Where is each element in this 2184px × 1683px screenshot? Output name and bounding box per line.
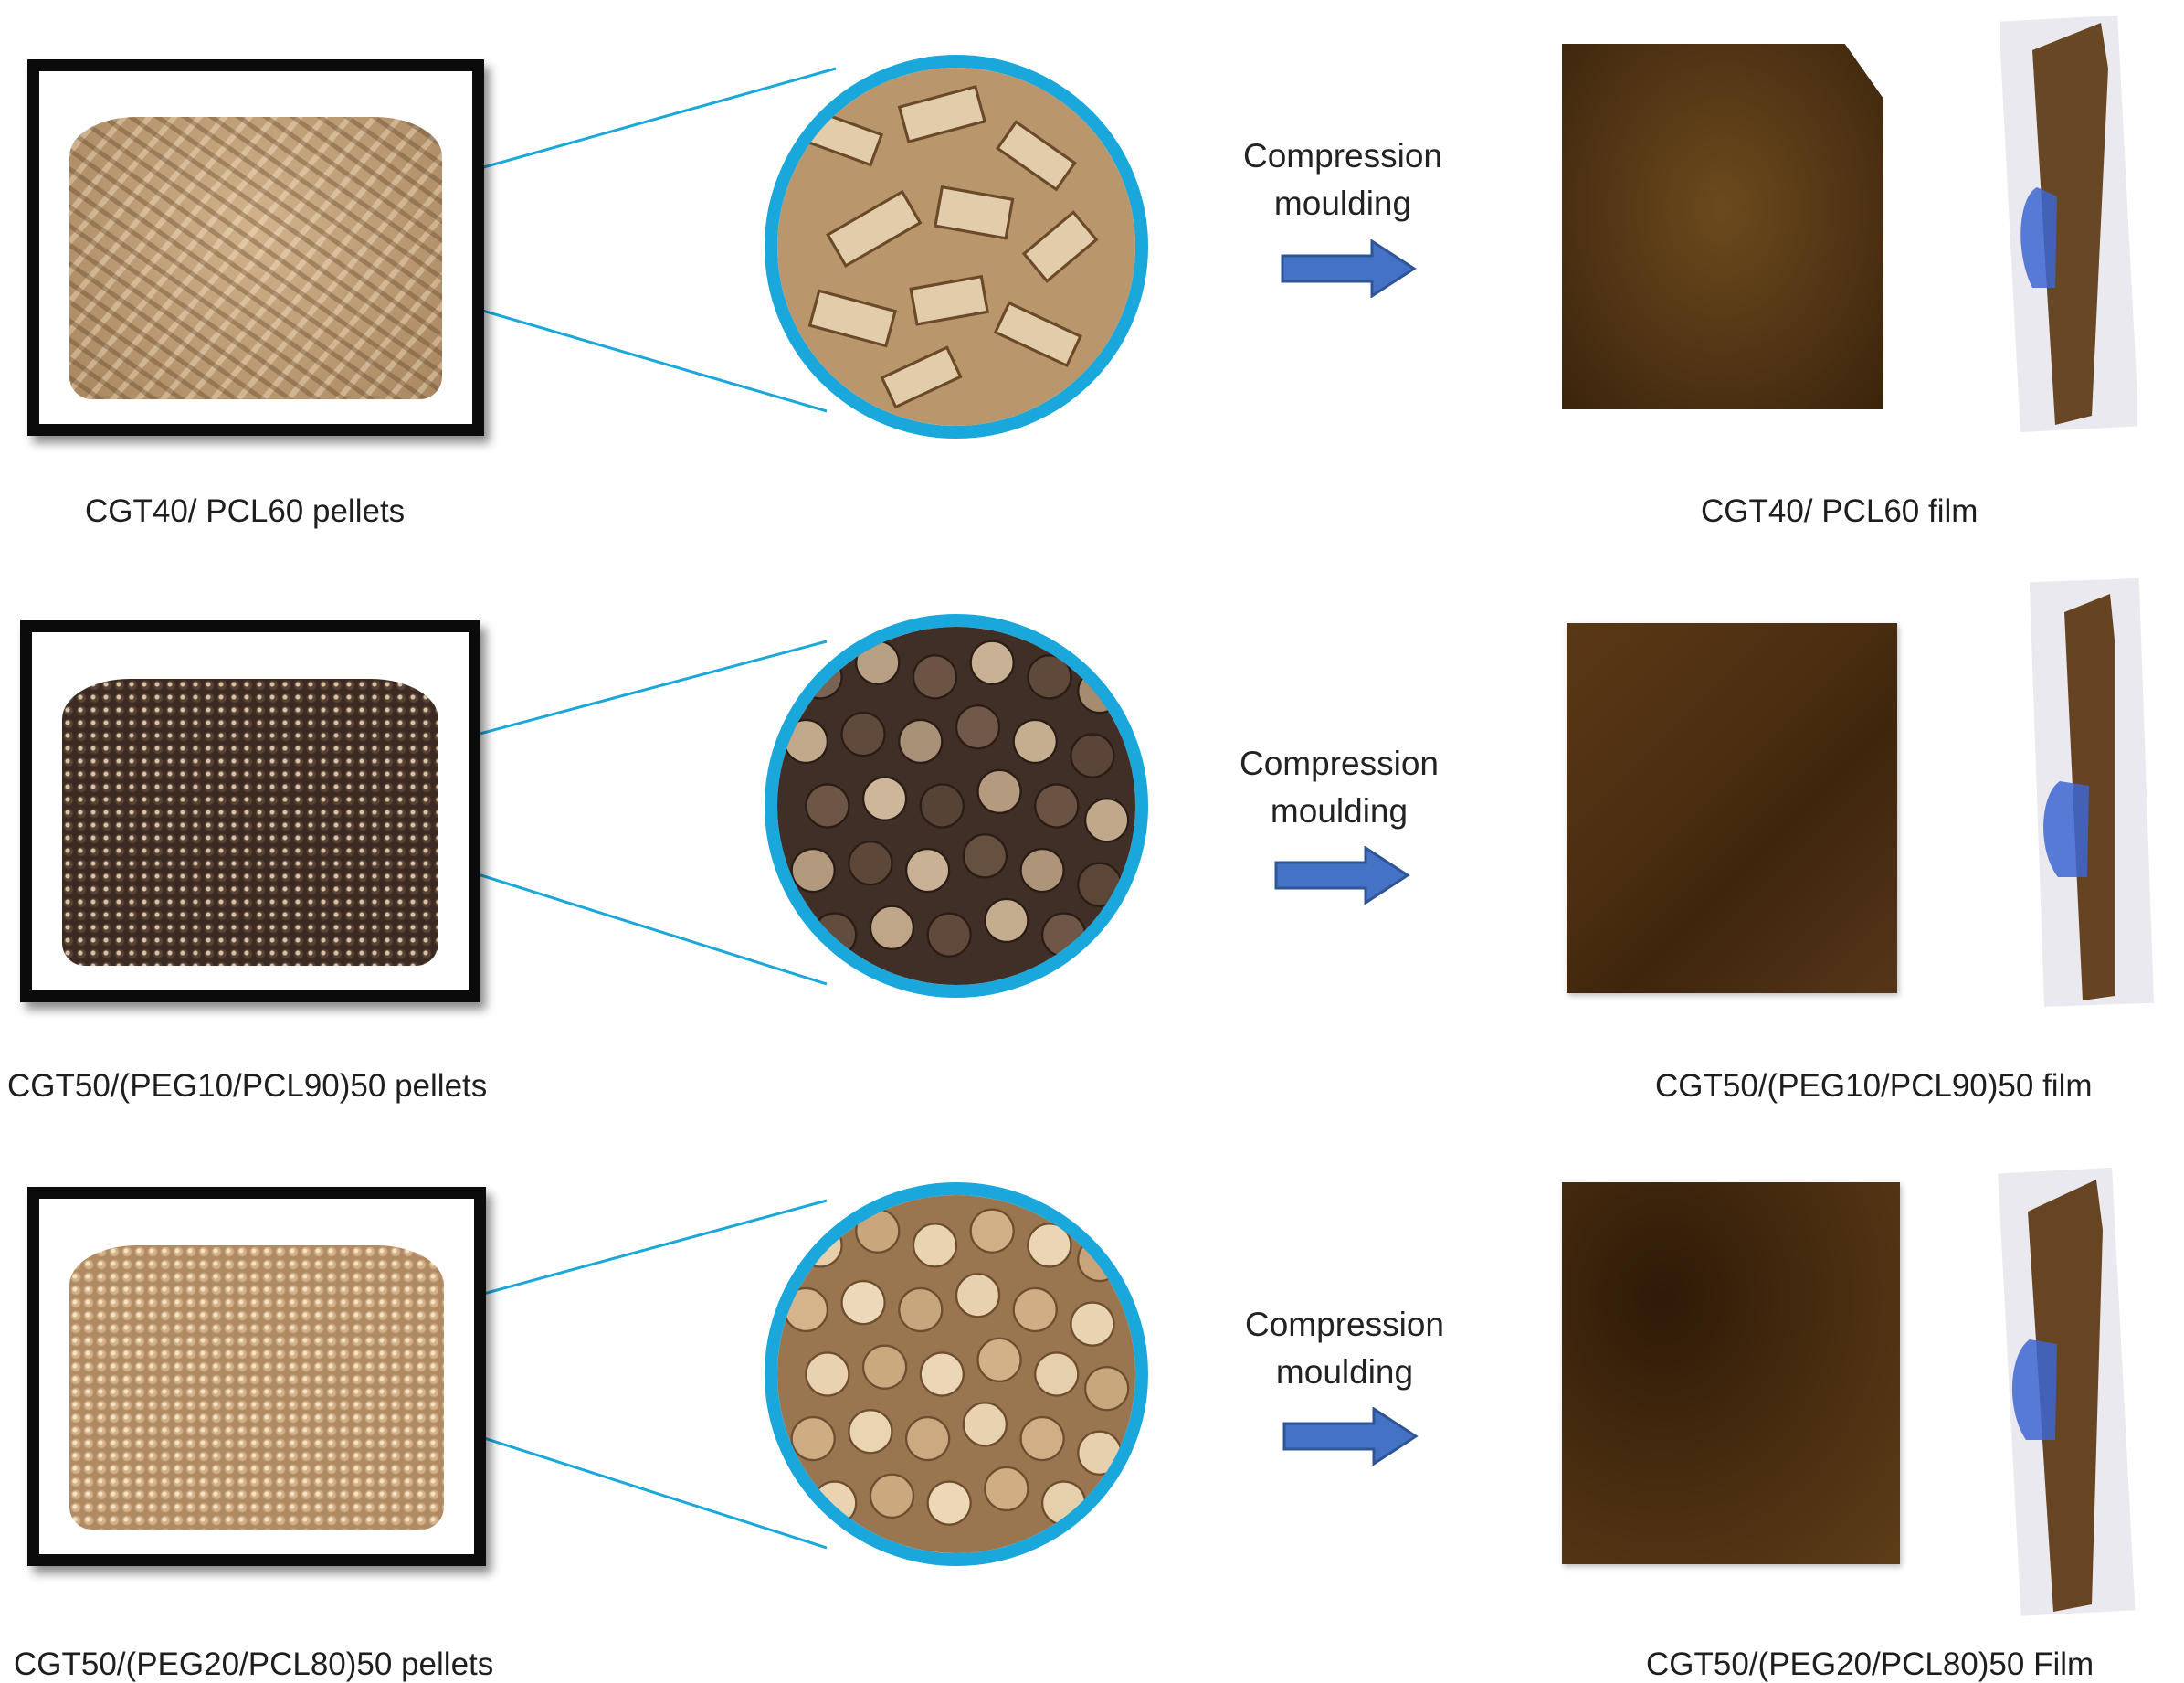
film-roll bbox=[2000, 15, 2137, 433]
row-2: Compression moulding CGT50/(PEG10/PCL90)… bbox=[0, 559, 2184, 1118]
film-sheet bbox=[1567, 623, 1897, 993]
zoom-circle bbox=[765, 55, 1148, 439]
process-label-line2: moulding bbox=[1270, 792, 1409, 830]
process-label-line2: moulding bbox=[1273, 185, 1412, 222]
pellet-caption: CGT40/ PCL60 pellets bbox=[85, 493, 406, 529]
gloved-hand-icon bbox=[2011, 1339, 2057, 1440]
pellet-pile bbox=[69, 117, 442, 399]
row-3: Compression moulding CGT50/(PEG20/PCL80)… bbox=[0, 1118, 2184, 1682]
arrow-right-icon bbox=[1282, 1407, 1419, 1466]
film-sheet bbox=[1562, 1182, 1900, 1564]
zoom-circle bbox=[765, 1182, 1148, 1566]
process-label: Compression moulding bbox=[1226, 1301, 1463, 1396]
row-1: Compression moulding CGT40/ PCL60 pellet… bbox=[0, 0, 2184, 559]
process-label: Compression moulding bbox=[1220, 740, 1458, 835]
film-sheet bbox=[1562, 44, 1883, 409]
gloved-hand-icon bbox=[2020, 187, 2057, 288]
pellet-pile bbox=[69, 1244, 444, 1530]
film-caption: CGT50/(PEG10/PCL90)50 film bbox=[1655, 1068, 2093, 1104]
film-caption: CGT50/(PEG20/PCL80)50 Film bbox=[1646, 1646, 2094, 1682]
process-label-line1: Compression bbox=[1245, 1306, 1444, 1343]
pellet-photo bbox=[27, 1187, 486, 1566]
process-label-line2: moulding bbox=[1275, 1353, 1414, 1391]
film-roll bbox=[2029, 578, 2154, 1007]
pellet-caption: CGT50/(PEG20/PCL80)50 pellets bbox=[14, 1646, 494, 1682]
process-label-line1: Compression bbox=[1240, 745, 1439, 782]
film-caption: CGT40/ PCL60 film bbox=[1701, 493, 1978, 529]
film-roll bbox=[1998, 1167, 2136, 1616]
process-label: Compression moulding bbox=[1224, 132, 1461, 228]
arrow-right-icon bbox=[1274, 846, 1410, 905]
gloved-hand-icon bbox=[2043, 781, 2089, 877]
pellet-pile bbox=[62, 678, 438, 966]
zoom-circle bbox=[765, 614, 1148, 998]
pellet-photo bbox=[27, 59, 484, 436]
pellet-photo bbox=[20, 620, 480, 1002]
process-label-line1: Compression bbox=[1243, 137, 1442, 175]
arrow-right-icon bbox=[1281, 239, 1417, 298]
pellet-caption: CGT50/(PEG10/PCL90)50 pellets bbox=[7, 1068, 488, 1104]
